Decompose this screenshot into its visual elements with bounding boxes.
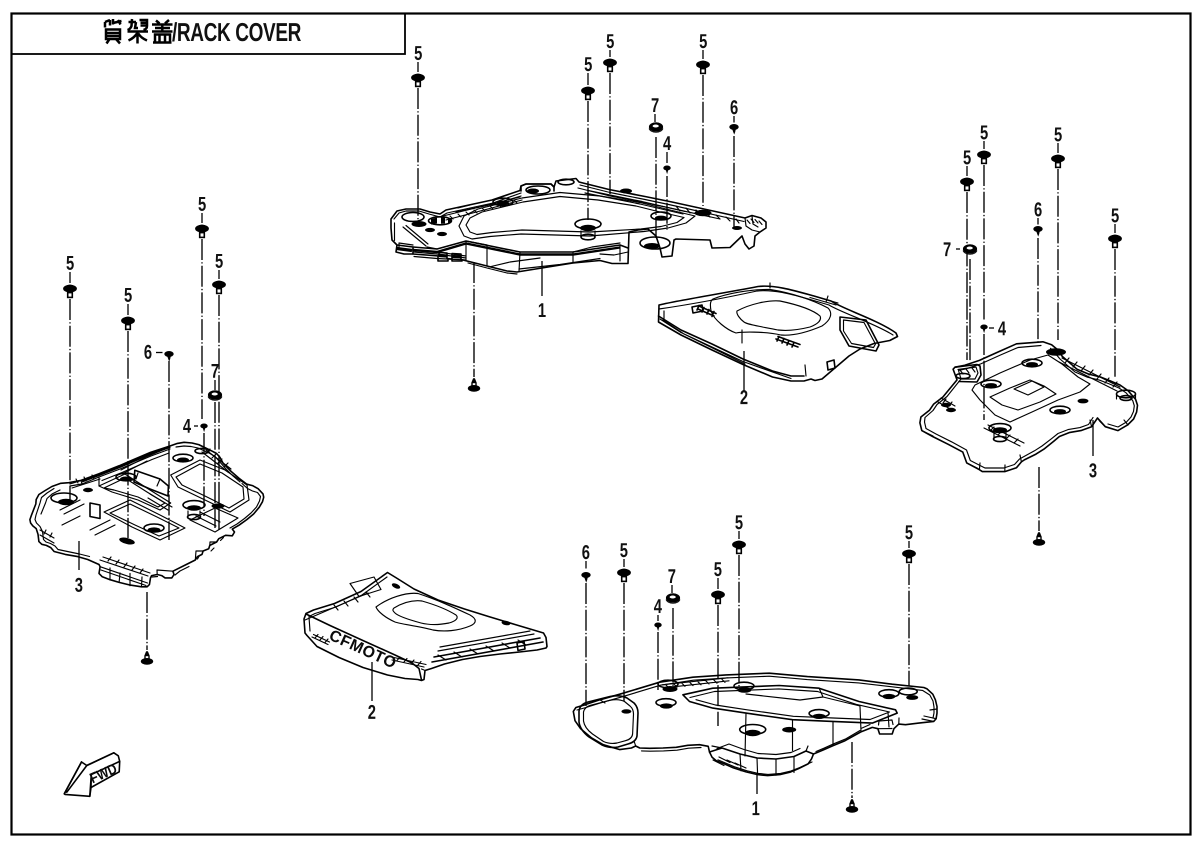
svg-text:1: 1 [538,300,546,322]
svg-text:5: 5 [198,194,206,216]
svg-text:5: 5 [980,122,988,144]
svg-text:5: 5 [735,512,743,534]
svg-text:6: 6 [1034,199,1042,221]
svg-text:7: 7 [943,239,951,261]
svg-text:CFMOTO: CFMOTO [326,627,399,672]
svg-text:4: 4 [654,596,663,618]
svg-text:1: 1 [752,798,760,820]
svg-text:7: 7 [211,361,219,383]
svg-text:FWD: FWD [88,761,120,787]
svg-text:3: 3 [75,575,83,597]
svg-text:5: 5 [963,147,971,169]
svg-text:2: 2 [368,702,376,724]
svg-text:5: 5 [606,31,614,53]
svg-text:5: 5 [215,251,223,273]
svg-text:5: 5 [1054,124,1062,146]
svg-text:5: 5 [714,559,722,581]
svg-text:/RACK COVER: /RACK COVER [172,17,302,47]
svg-text:5: 5 [414,43,422,65]
svg-text:2: 2 [740,387,748,409]
svg-text:4: 4 [663,133,672,155]
svg-text:6: 6 [582,542,590,564]
svg-text:6: 6 [144,342,152,364]
svg-text:5: 5 [584,54,592,76]
svg-text:7: 7 [651,95,659,117]
svg-text:4: 4 [998,318,1007,340]
svg-text:5: 5 [620,540,628,562]
svg-text:5: 5 [699,31,707,53]
svg-text:6: 6 [730,97,738,119]
svg-text:5: 5 [905,522,913,544]
svg-text:4: 4 [183,416,192,438]
svg-text:7: 7 [668,566,676,588]
svg-text:3: 3 [1089,460,1097,482]
svg-text:5: 5 [124,285,132,307]
svg-text:5: 5 [1111,205,1119,227]
svg-text:5: 5 [66,253,74,275]
